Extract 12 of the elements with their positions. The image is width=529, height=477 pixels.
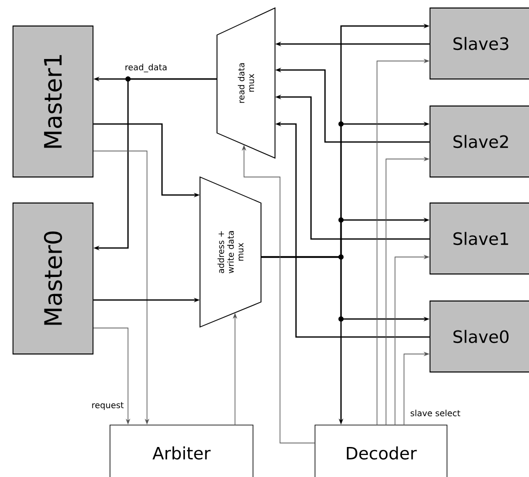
slave-box: Slave0 (430, 300, 529, 372)
edge-label: read_data (124, 62, 168, 74)
slave-box: Slave2 (430, 106, 529, 178)
edge-label: request (90, 401, 125, 411)
edge-label: slave select (409, 408, 462, 418)
master-box: Master0 (12, 202, 94, 354)
logic-block: Decoder (314, 424, 448, 477)
mux-trapezoid: read data mux (216, 7, 276, 159)
logic-block: Arbiter (110, 424, 254, 477)
slave-box: Slave3 (430, 8, 529, 80)
slave-box: Slave1 (430, 202, 529, 274)
master-box: Master1 (12, 26, 94, 178)
